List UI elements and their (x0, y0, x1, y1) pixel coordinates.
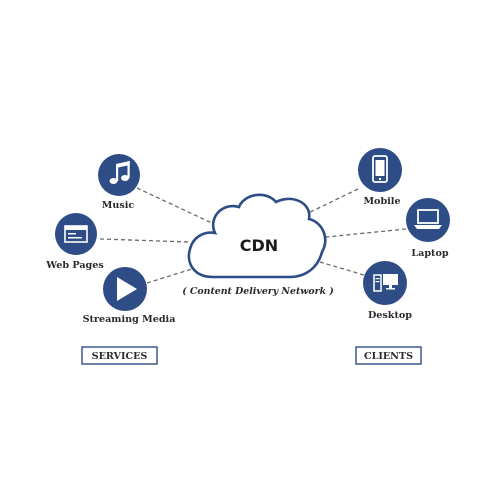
services-heading: SERVICES (92, 351, 148, 362)
connector-mobile (299, 188, 359, 218)
connector-streaming-media (146, 268, 193, 284)
connector-laptop (315, 228, 407, 239)
desktop-computer-icon (373, 274, 398, 292)
cdn-title: CDN (240, 236, 278, 255)
music-note-icon (109, 161, 130, 184)
client-node-mobile: Mobile (358, 148, 402, 207)
client-label-laptop: Laptop (411, 248, 449, 259)
client-label-desktop: Desktop (368, 310, 412, 321)
service-label-music: Music (102, 200, 135, 211)
cdn-cloud (187, 193, 327, 279)
service-node-streaming-media: Streaming Media (83, 267, 176, 325)
node-circle (406, 198, 450, 242)
connector-desktop (319, 261, 365, 276)
services-legend-box (81, 346, 158, 365)
service-node-web-pages: Web Pages (45, 213, 104, 271)
connector-music (136, 187, 215, 225)
client-node-desktop: Desktop (363, 261, 412, 321)
service-label-web-pages: Web Pages (45, 260, 104, 271)
web-page-icon (64, 225, 88, 243)
connectors (99, 187, 407, 284)
client-node-laptop: Laptop (406, 198, 450, 259)
clients-heading: CLIENTS (364, 351, 413, 362)
play-icon (117, 277, 137, 301)
service-node-music: Music (98, 154, 140, 211)
clients-legend: CLIENTS (355, 346, 422, 365)
cdn-subtitle: ( Content Delivery Network ) (182, 286, 334, 297)
laptop-icon (414, 209, 442, 229)
clients-legend-box (355, 346, 422, 365)
client-label-mobile: Mobile (363, 196, 400, 207)
mobile-phone-icon (372, 155, 388, 183)
services-legend: SERVICES (81, 346, 158, 365)
connector-web-pages (99, 238, 191, 243)
service-label-streaming-media: Streaming Media (83, 314, 176, 325)
node-circle (98, 154, 140, 196)
